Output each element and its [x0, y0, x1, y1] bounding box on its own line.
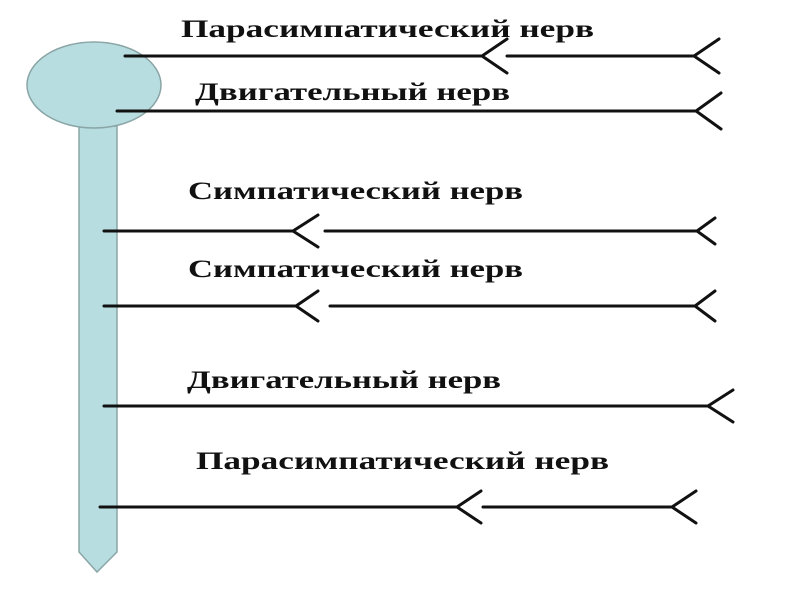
nerve-label-sympathetic-2: Симпатический нерв: [188, 256, 523, 283]
nerve-line-parasympathetic: [123, 37, 721, 75]
nerve-line-sympathetic: [102, 213, 717, 249]
nerve-line-motor: [102, 388, 735, 424]
synapse-arrow-icon: [290, 213, 320, 249]
nerve-label-parasympathetic-bottom: Парасимпатический нерв: [196, 448, 609, 475]
synapse-arrow-icon: [694, 216, 717, 246]
synapse-arrow-icon: [479, 37, 509, 75]
nerve-line-parasympathetic: [98, 489, 698, 525]
nerve-label-sympathetic-1: Симпатический нерв: [188, 178, 523, 205]
nerve-label-motor-top: Двигательный нерв: [195, 79, 510, 106]
synapse-arrow-icon: [669, 489, 698, 525]
nerve-label-motor-bottom: Двигательный нерв: [187, 367, 501, 394]
spinal-stem: [78, 125, 118, 574]
synapse-arrow-icon: [454, 489, 483, 525]
spinal-head: [26, 41, 162, 129]
nerve-line-motor: [115, 91, 723, 131]
synapse-arrow-icon: [705, 388, 735, 424]
nerve-label-parasympathetic-top: Парасимпатический нерв: [181, 16, 594, 43]
synapse-arrow-icon: [693, 91, 723, 131]
synapse-arrow-icon: [293, 289, 320, 323]
nerve-line-sympathetic: [102, 289, 717, 323]
synapse-arrow-icon: [691, 37, 721, 75]
synapse-arrow-icon: [692, 289, 717, 323]
